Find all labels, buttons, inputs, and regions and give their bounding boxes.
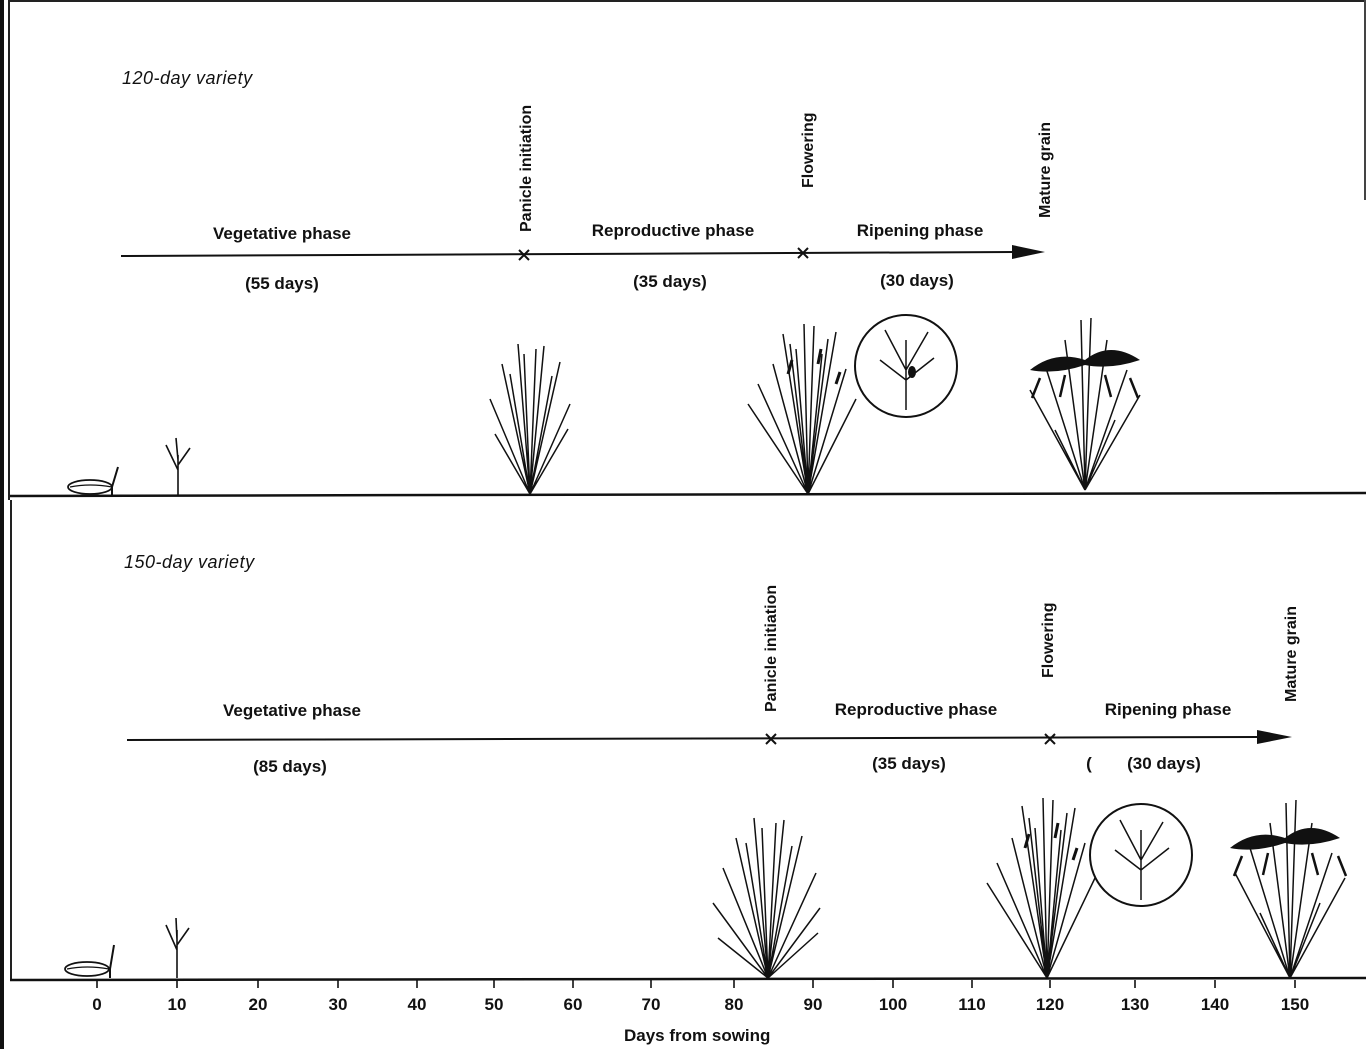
x-tick-label: 60 <box>563 995 583 1014</box>
x-tick-label: 130 <box>1120 995 1150 1014</box>
phase-duration-reproductive-120: (35 days) <box>633 272 707 291</box>
plant-panicle-initiation-icon <box>712 817 821 979</box>
x-tick-label: 120 <box>1035 995 1065 1014</box>
x-tick-label: 70 <box>641 995 661 1014</box>
x-axis-title: Days from sowing <box>624 1026 771 1045</box>
phase-duration-vegetative-150: (85 days) <box>253 757 327 776</box>
stage-marker-panicle-150 <box>765 733 777 745</box>
top-border <box>8 0 1366 2</box>
left-border <box>0 0 4 1049</box>
x-tick-label: 40 <box>407 995 427 1014</box>
x-tick-label: 0 <box>92 995 102 1014</box>
right-border <box>1364 0 1366 200</box>
variety-title-150: 150-day variety <box>124 552 255 572</box>
stage-label-flowering-120: Flowering <box>800 112 817 188</box>
x-tick-label: 140 <box>1200 995 1230 1014</box>
stage-marker-flowering-150 <box>1044 733 1056 745</box>
plant-flowering-icon <box>747 323 857 495</box>
phase-label-ripening-120: Ripening phase <box>856 221 984 240</box>
plant-flowering-icon <box>986 797 1096 979</box>
stage-label-panicle-initiation-150: Panicle initiation <box>763 584 780 712</box>
x-tick-label: 10 <box>167 995 187 1014</box>
variety-title-120: 120-day variety <box>122 68 253 88</box>
seed-icon <box>64 944 115 978</box>
phase-label-vegetative-120: Vegetative phase <box>213 224 351 243</box>
x-tick-label: 110 <box>958 995 986 1014</box>
x-tick-label: 90 <box>803 995 823 1014</box>
stage-label-flowering-150: Flowering <box>1040 602 1057 678</box>
flower-detail-icon <box>854 314 958 418</box>
stage-marker-flowering-120 <box>797 247 809 259</box>
phase-duration-reproductive-150: (35 days) <box>872 754 946 773</box>
stray-parenthesis: ( <box>1086 754 1092 773</box>
phase-duration-ripening-120: (30 days) <box>880 271 954 290</box>
left-border-inner-lower <box>10 500 12 980</box>
phase-label-reproductive-150: Reproductive phase <box>834 700 998 719</box>
plant-mature-icon <box>1230 799 1348 979</box>
seedling-icon <box>165 917 190 978</box>
seed-icon <box>67 466 119 496</box>
stage-marker-panicle-120 <box>518 249 530 261</box>
timeline-arrow-120 <box>120 245 1045 259</box>
phase-duration-ripening-150: (30 days) <box>1127 754 1201 773</box>
x-tick-label: 80 <box>724 995 744 1014</box>
x-tick-label: 50 <box>484 995 504 1014</box>
ground-line-120 <box>9 491 1366 498</box>
phase-label-vegetative-150: Vegetative phase <box>223 701 361 720</box>
stage-label-mature-grain-150: Mature grain <box>1283 605 1300 702</box>
x-tick-label: 30 <box>328 995 348 1014</box>
left-border-inner <box>8 0 10 500</box>
stage-label-panicle-initiation-120: Panicle initiation <box>518 104 535 232</box>
seedling-icon <box>165 437 191 495</box>
flower-detail-icon <box>1089 803 1193 907</box>
phase-label-ripening-150: Ripening phase <box>1104 700 1232 719</box>
timeline-arrow-150 <box>126 730 1292 744</box>
x-tick-label: 100 <box>878 995 908 1014</box>
phase-label-reproductive-120: Reproductive phase <box>591 221 755 240</box>
plant-panicle-initiation-icon <box>489 343 571 495</box>
x-tick-label: 150 <box>1280 995 1310 1014</box>
plant-mature-icon <box>1029 317 1141 491</box>
stage-label-mature-grain-120: Mature grain <box>1037 121 1054 218</box>
phase-duration-vegetative-120: (55 days) <box>245 274 319 293</box>
ground-line-150 <box>9 976 1366 982</box>
x-axis-ticks <box>96 980 1296 988</box>
x-tick-label: 20 <box>248 995 268 1014</box>
